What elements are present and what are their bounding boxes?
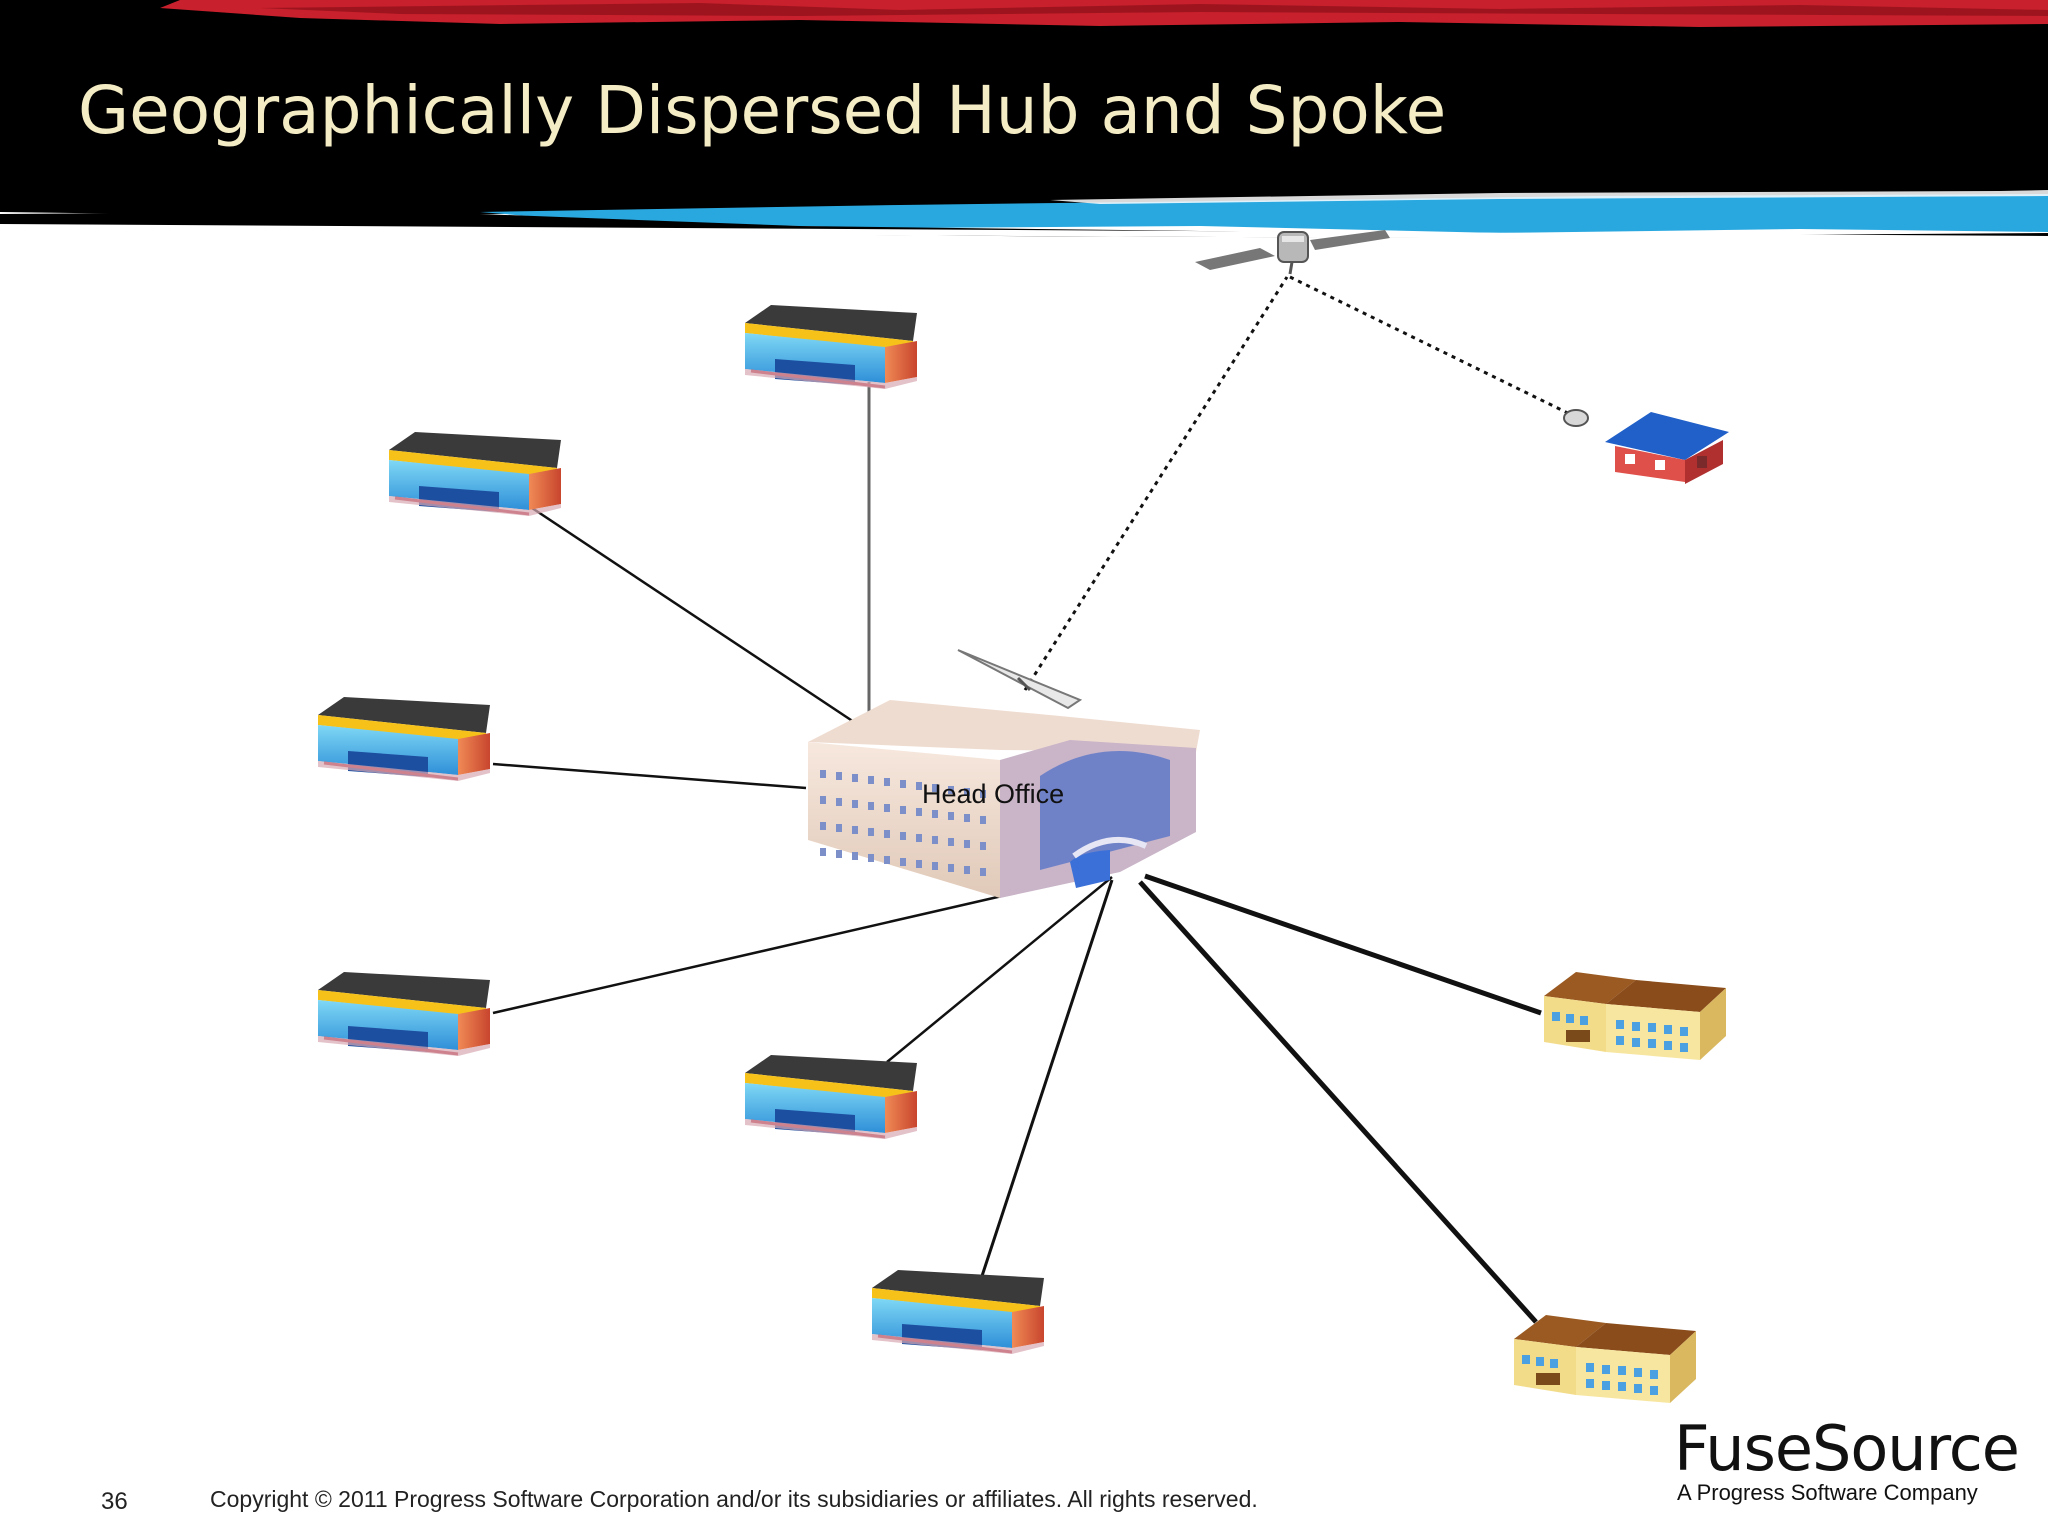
fusesource-logo: FuseSource (1674, 1412, 2020, 1485)
link-store-lower-center (886, 876, 1113, 1063)
entrance (1070, 850, 1110, 888)
link-store-mid-left (492, 762, 807, 790)
store-icon (316, 695, 492, 783)
link-store-bottom (980, 879, 1114, 1277)
house-dish-icon (1563, 409, 1589, 427)
satellite-uplink (1023, 276, 1289, 691)
head-office-building-icon (808, 700, 1200, 898)
slide-title: Geographically Dispersed Hub and Spoke (78, 72, 1447, 149)
logo-tagline: A Progress Software Company (1677, 1480, 1978, 1505)
store-icon (745, 305, 917, 389)
store-icon (316, 970, 492, 1058)
store-icon (387, 430, 563, 518)
satellite-dish-icon (957, 649, 1083, 710)
blue-brush-stroke (480, 194, 2048, 233)
satellite-downlink (1289, 275, 1579, 420)
link-store-upper-left (531, 506, 867, 732)
remote-house-icon (1605, 412, 1729, 484)
link-campus-right (1144, 873, 1542, 1016)
header-banner (0, 0, 2048, 241)
campus-building-icon (1544, 972, 1726, 1060)
hub-label: Head Office (922, 779, 1064, 809)
satellite-icon (1195, 230, 1390, 275)
copyright-notice: Copyright © 2011 Progress Software Corpo… (210, 1486, 1258, 1512)
spoke-links (492, 275, 1579, 1324)
campus-building-icon (1514, 1315, 1696, 1403)
link-campus-bottom-right (1138, 880, 1538, 1324)
store-icon (743, 1053, 919, 1141)
store-icon (870, 1268, 1046, 1356)
page-number: 36 (101, 1488, 128, 1515)
